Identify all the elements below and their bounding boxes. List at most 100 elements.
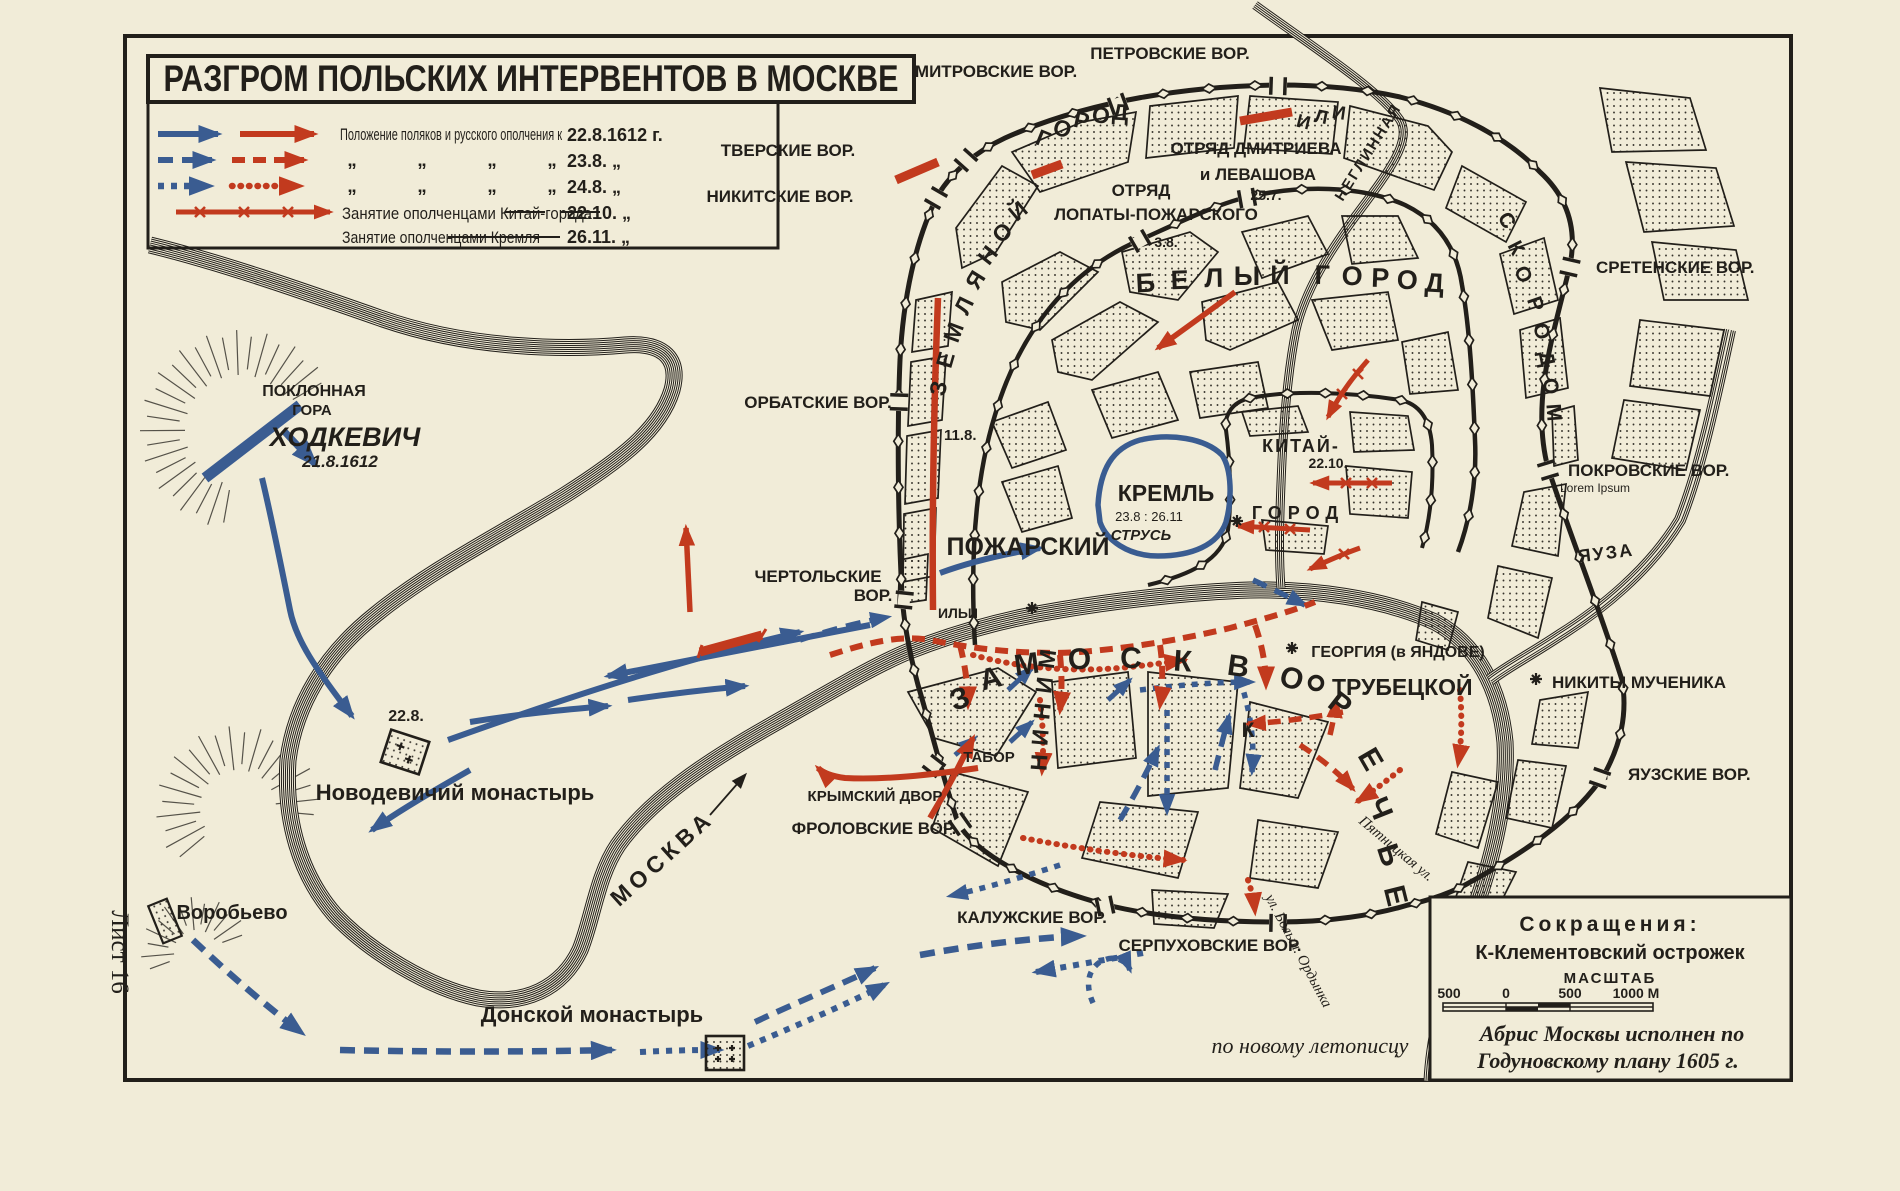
wall-tower-diamond	[1574, 549, 1585, 566]
bely-gorod-wall	[970, 186, 1478, 646]
scale-tick: 500	[1558, 985, 1582, 1001]
hachure-line	[190, 897, 195, 931]
wall-tower-diamond	[1009, 356, 1020, 373]
hachure-line	[223, 489, 230, 523]
hachure-line	[155, 457, 186, 474]
wall-tower-diamond	[1392, 394, 1410, 406]
blk	[930, 770, 1030, 868]
legend-ditto: „	[417, 150, 427, 171]
hachure-line	[188, 749, 211, 775]
district-letter: Б	[1135, 268, 1156, 299]
hachure-line	[195, 483, 213, 514]
wall-tower-diamond	[1458, 288, 1470, 306]
red-arrow-north	[678, 523, 696, 613]
legend-ditto: „	[347, 176, 357, 197]
hachure-line	[292, 382, 322, 401]
scale-tick: 500	[1437, 985, 1461, 1001]
blk	[1434, 770, 1500, 850]
trubetskoy-label: ТРУБЕЦКОЙ	[1332, 673, 1473, 700]
wall-tower-diamond	[1448, 246, 1459, 263]
wall-tower-diamond	[1220, 529, 1232, 546]
wall-tower-diamond	[1278, 388, 1296, 400]
red-dotted-arrow	[1034, 697, 1053, 777]
hachure-line	[254, 333, 268, 378]
river-band-line	[1489, 329, 1731, 681]
dashed-arrow	[919, 927, 1087, 959]
red-dashed-arrow	[1252, 624, 1275, 691]
wall-tower-diamond	[973, 482, 985, 500]
district-letter: Е	[931, 349, 960, 371]
wall-tower-diamond	[969, 526, 981, 544]
dashed-arrow	[190, 937, 306, 1036]
dotted-arrow	[1031, 950, 1144, 978]
gate-tick	[1540, 472, 1560, 481]
scale-bar	[1442, 1002, 1654, 1012]
hachure-line	[144, 399, 188, 415]
credit-line: Годуновскому плану 1605 г.	[1476, 1048, 1738, 1073]
wall-tower-diamond	[1557, 192, 1568, 208]
hachure-line	[214, 735, 226, 767]
hachure-line	[248, 729, 262, 772]
hachure-line	[165, 825, 205, 848]
blk	[1624, 161, 1736, 233]
hachure-line	[172, 472, 197, 497]
hachure-line	[147, 942, 169, 948]
gate-tick	[1140, 228, 1153, 247]
wall-tower-diamond	[1489, 132, 1504, 142]
blk	[1444, 164, 1528, 244]
gate-tick	[894, 604, 913, 610]
district-letter: М	[1541, 403, 1565, 422]
gate-tick	[923, 198, 942, 211]
rect	[146, 54, 916, 104]
legend-row-date: 22.8.1612 г.	[567, 125, 663, 145]
blk	[911, 290, 953, 354]
hachure-line	[178, 350, 208, 387]
hachure-line	[241, 732, 246, 765]
hachure-line	[147, 439, 180, 446]
district-letter: К	[1172, 644, 1193, 678]
legend-ditto: „	[547, 176, 557, 197]
hachure-line	[200, 903, 206, 925]
wall-tower-diamond	[1558, 281, 1570, 299]
khodkevich-label: ХОДКЕВИЧ	[268, 422, 421, 452]
blk	[1487, 564, 1554, 640]
red-position-bar	[894, 157, 940, 185]
wall-tower-diamond	[967, 570, 979, 588]
wall-tower-diamond	[1354, 389, 1372, 401]
kremlin-outline	[1095, 434, 1233, 559]
gate-tick	[1250, 187, 1258, 206]
hachure-line	[141, 953, 175, 958]
wall-tower-diamond	[967, 836, 981, 848]
red-bar-caps	[696, 628, 768, 659]
hachure-line	[280, 360, 304, 386]
district-letter: О	[1341, 261, 1363, 291]
blk	[1530, 690, 1590, 749]
hachure-line	[144, 446, 188, 462]
rect	[1538, 1003, 1570, 1007]
district-letter: Н	[1025, 753, 1052, 771]
small-arrow	[1106, 677, 1133, 702]
hachure-line	[158, 461, 196, 489]
gate-tick	[890, 392, 909, 398]
wall-tower-diamond	[1451, 883, 1467, 894]
blk	[1145, 95, 1239, 159]
gate-tick	[1094, 898, 1102, 917]
wall-tower-diamond	[1380, 193, 1397, 205]
wall-tower-diamond	[1530, 835, 1545, 846]
gate-tick	[962, 147, 979, 163]
legend-ditto: „	[487, 150, 497, 171]
red-dashed-arrow	[1153, 644, 1172, 711]
gate-tick	[1119, 92, 1130, 111]
wall-tower-diamond	[980, 142, 996, 152]
otryad-date: 25.7.	[1250, 187, 1281, 203]
red-block-bar	[698, 630, 764, 657]
gate-label: ЧЕРТОЛЬСКИЕ	[754, 567, 881, 586]
legend-ditto: „	[417, 176, 427, 197]
map-frame	[123, 34, 1793, 1082]
blk	[1610, 399, 1702, 471]
novodevichy-symbol	[379, 728, 431, 776]
watermark-text: Lorem Ipsum	[1560, 481, 1630, 495]
gate-tick	[1562, 256, 1581, 264]
wall-tower-diamond	[1605, 636, 1616, 653]
